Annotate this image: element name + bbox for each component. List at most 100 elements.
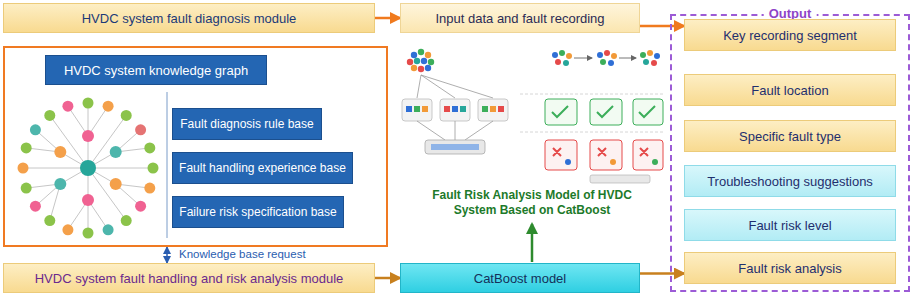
figure-part [18,163,29,174]
figure-part [440,99,470,121]
figure-part [555,59,561,65]
figure-part [422,106,428,112]
figure-part [590,175,650,183]
figure-part [431,144,479,150]
figure-part [444,106,450,112]
figure-part [110,178,122,190]
box-label: Fault diagnosis rule base [180,117,313,132]
box-label: Fault risk level [748,218,831,233]
figure-part [83,228,94,239]
figure-part [23,103,153,233]
box-label: HVDC system fault diagnosis module [82,11,297,26]
figure-part [54,178,66,190]
figure-part [597,52,603,58]
box-label: Fault risk analysis [738,261,841,276]
figure-caption: Fault Risk Analysis Model of HVDC System… [417,188,647,218]
figure-part [610,159,616,165]
figure-part [428,59,434,65]
figure-part [498,106,504,112]
figure-part [452,106,458,112]
figure-part [411,52,417,58]
figure-part [552,106,655,117]
figure-part [80,160,96,176]
figure-part [82,194,94,206]
figure-part [553,148,648,156]
figure-part [647,50,653,56]
figure-part [121,215,132,226]
figure-part [103,224,114,235]
edge-label: Knowledge base request [179,247,306,262]
figure-part [414,58,420,64]
box-label: Fault handling experience base [179,161,346,176]
knowledge-base-box: Failure risk specification base [172,196,344,228]
figure-part [21,183,32,194]
figure-part [478,99,508,121]
output-box: Fault location [684,74,896,106]
figure-part [425,140,485,154]
box-label: CatBoost model [474,271,567,286]
figure-part [425,52,431,58]
connector-arrow [640,25,684,28]
box-label: Fault location [751,83,828,98]
figure-part [600,59,606,65]
figure-part [62,224,73,235]
figure-part [651,60,657,66]
model-arrow [531,224,534,262]
figure-part [30,124,41,135]
output-box: Fault risk level [684,209,896,241]
figure-part [406,106,412,112]
figure-part [460,106,466,112]
sequential-clusters [552,50,660,66]
output-box: Troubleshooting suggestions [684,165,896,197]
figure-part [611,53,617,59]
figure-part [44,215,55,226]
data-cluster [407,49,434,72]
knowledge-group: HVDC system knowledge graphFault diagnos… [3,46,388,247]
figure-part [552,52,558,58]
figure-part [490,106,496,112]
figure-part [640,52,646,58]
figure-part [520,132,664,133]
figure-part [21,142,32,153]
figure-part [407,59,413,65]
knowledge-base-box: Fault handling experience base [172,152,353,184]
figure-part [30,201,41,212]
figure-part [418,49,424,55]
figure-part [425,65,431,71]
figure-part [54,146,66,158]
figure-part [411,65,417,71]
figure-part [402,99,432,121]
figure-part [62,101,73,112]
figure-part [566,53,572,59]
connector-arrow [375,17,400,20]
figure-part [148,163,159,174]
figure-part [652,159,658,165]
figure-part [135,201,146,212]
figure-part [654,53,660,59]
figure-part [520,94,664,95]
output-group: OutputKey recording segmentFault locatio… [670,14,910,292]
figure-part [144,142,155,153]
knowledge-base-box: Fault diagnosis rule base [172,108,322,140]
figure-part [643,59,649,65]
module-box: HVDC system fault diagnosis module [3,3,375,33]
figure-part [144,183,155,194]
box-label: HVDC system fault handling and risk anal… [35,271,344,286]
knowledge-graph-figure [18,98,159,239]
box-label: Specific fault type [739,129,841,144]
group-heading: HVDC system knowledge graph [45,55,267,85]
figure-part [418,66,424,72]
data-box: Input data and fault recording [400,3,640,33]
catboost-figure [402,49,664,183]
box-label: Failure risk specification base [179,205,336,220]
figure-part [417,75,493,98]
figure-part [135,124,146,135]
figure-part [44,110,55,121]
figure-part [565,159,571,165]
connector-arrow [166,247,168,263]
figure-part [608,60,614,66]
figure-part [110,146,122,158]
model-box: CatBoost model [400,263,640,293]
connector-arrow [640,272,684,275]
